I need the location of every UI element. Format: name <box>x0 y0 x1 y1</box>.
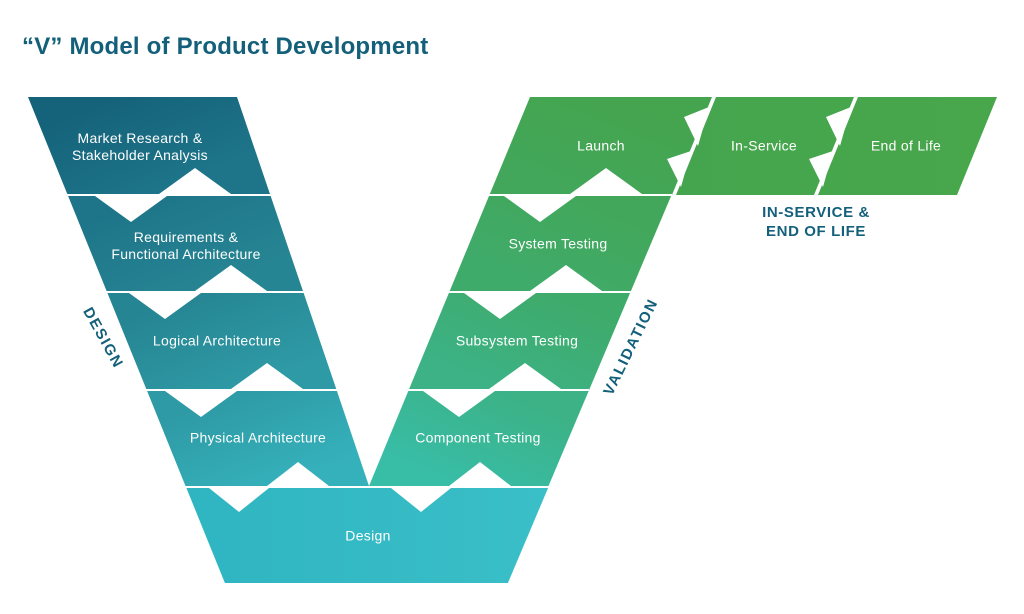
caption-line-2: END OF LIFE <box>766 223 866 240</box>
segment-label-market-research: Market Research & Stakeholder Analysis <box>72 130 208 163</box>
segment-label-physical-architecture: Physical Architecture <box>189 429 327 446</box>
segment-shape-design <box>186 487 549 583</box>
segment-shape-launch <box>489 97 714 195</box>
segment-label-design: Design <box>345 527 391 544</box>
segment-shape-requirements <box>67 195 304 292</box>
segment-label-in-service: In-Service <box>730 137 798 154</box>
segment-label-launch: Launch <box>577 137 625 154</box>
segment-shape-market-research <box>28 97 271 195</box>
page-title: “V” Model of Product Development <box>22 33 429 60</box>
segment-shape-subsystem-testing <box>408 292 631 390</box>
segment-shape-component-testing <box>369 390 590 486</box>
segment-label-requirements: Requirements & Functional Architecture <box>111 229 261 262</box>
segment-shape-system-testing <box>449 195 672 292</box>
segment-label-end-of-life: End of Life <box>870 137 942 154</box>
segment-label-system-testing: System Testing <box>508 235 608 252</box>
top-right-bar-shapes <box>674 97 997 195</box>
caption-line-1: IN-SERVICE & <box>762 204 870 221</box>
in-service-end-of-life-caption: IN-SERVICE & END OF LIFE <box>762 203 870 241</box>
segment-shape-in-service <box>674 97 856 195</box>
divider-chevrons <box>67 97 858 512</box>
segment-shape-end-of-life <box>816 97 997 195</box>
right-branch-shapes <box>369 97 714 486</box>
segment-label-subsystem-testing: Subsystem Testing <box>455 332 579 349</box>
segment-label-component-testing: Component Testing <box>415 429 541 446</box>
segment-label-logical-architecture: Logical Architecture <box>152 332 282 349</box>
